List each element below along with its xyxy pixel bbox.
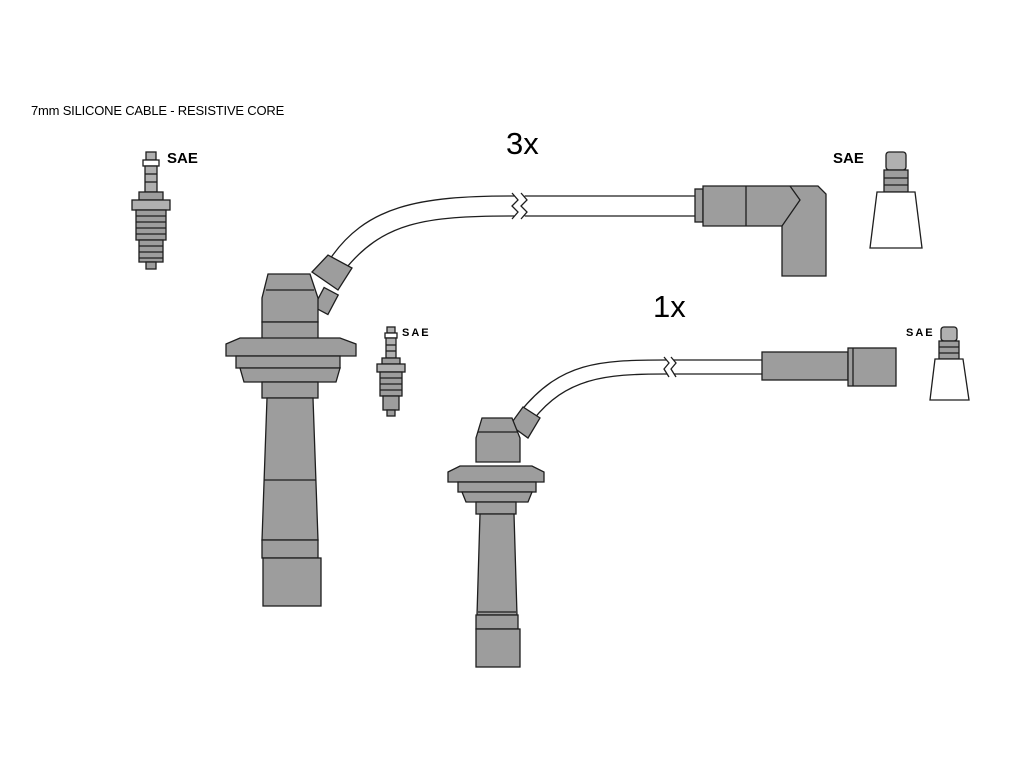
sae-label-terminal-cap-2: SAE [906,327,935,339]
spark-plug-icon-1 [131,151,171,270]
terminal-cap-icon-2 [929,326,970,401]
short-ignition-lead [447,347,897,668]
terminal-cap-icon-1 [869,151,923,249]
spark-plug-icon-2 [376,326,406,417]
quantity-label-short-lead: 1x [653,289,686,324]
sae-label-terminal-cap-1: SAE [833,150,864,167]
sae-label-spark-plug-2: SAE [402,327,431,339]
sae-label-spark-plug-1: SAE [167,150,198,167]
quantity-label-long-lead: 3x [506,126,539,161]
long-ignition-lead [225,185,827,607]
cable-spec-caption: 7mm SILICONE CABLE - RESISTIVE CORE [31,103,285,118]
